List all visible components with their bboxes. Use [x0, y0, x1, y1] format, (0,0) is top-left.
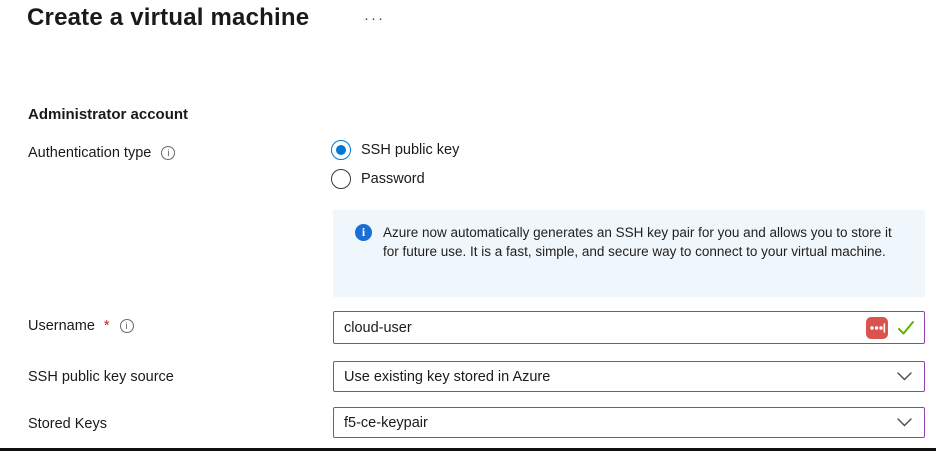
auth-type-radio-group: SSH public key Password — [331, 140, 459, 189]
info-tooltip-icon[interactable]: i — [161, 146, 176, 160]
ssh-source-dropdown[interactable]: Use existing key stored in Azure — [333, 361, 925, 392]
info-filled-icon: i — [355, 224, 372, 241]
stored-keys-dropdown-value: f5-ce-keypair — [344, 414, 428, 431]
section-heading-administrator-account: Administrator account — [28, 106, 189, 123]
auth-type-label: Authentication type — [28, 145, 152, 161]
ssh-info-banner-text: Azure now automatically generates an SSH… — [383, 225, 892, 259]
radio-password-label: Password — [361, 171, 425, 187]
radio-ssh-public-key-label: SSH public key — [361, 142, 460, 158]
chevron-down-icon — [897, 372, 912, 381]
required-asterisk: * — [103, 318, 110, 334]
radio-selected-icon[interactable] — [331, 140, 351, 160]
chevron-down-icon — [897, 418, 912, 427]
stored-keys-label: Stored Keys — [28, 416, 107, 432]
auth-type-label-row: Authentication type i — [28, 145, 176, 161]
username-label-row: Username * i — [28, 318, 134, 334]
more-options-button[interactable]: ··· — [364, 10, 385, 27]
stored-keys-dropdown[interactable]: f5-ce-keypair — [333, 407, 925, 438]
radio-unselected-icon[interactable] — [331, 169, 351, 189]
radio-password[interactable]: Password — [331, 169, 459, 189]
ssh-source-label-row: SSH public key source — [28, 369, 174, 385]
password-manager-extension-icon[interactable] — [865, 316, 889, 340]
username-field-container — [333, 311, 925, 344]
username-input[interactable] — [334, 312, 865, 343]
page-title: Create a virtual machine — [27, 4, 310, 31]
username-label: Username — [28, 318, 95, 334]
info-tooltip-icon[interactable]: i — [119, 319, 134, 333]
stored-keys-label-row: Stored Keys — [28, 416, 107, 432]
ssh-info-banner: i Azure now automatically generates an S… — [333, 210, 925, 297]
ssh-source-dropdown-value: Use existing key stored in Azure — [344, 368, 551, 385]
validation-check-icon — [897, 320, 915, 336]
radio-ssh-public-key[interactable]: SSH public key — [331, 140, 459, 160]
bottom-divider — [0, 448, 936, 451]
ssh-source-label: SSH public key source — [28, 369, 174, 385]
